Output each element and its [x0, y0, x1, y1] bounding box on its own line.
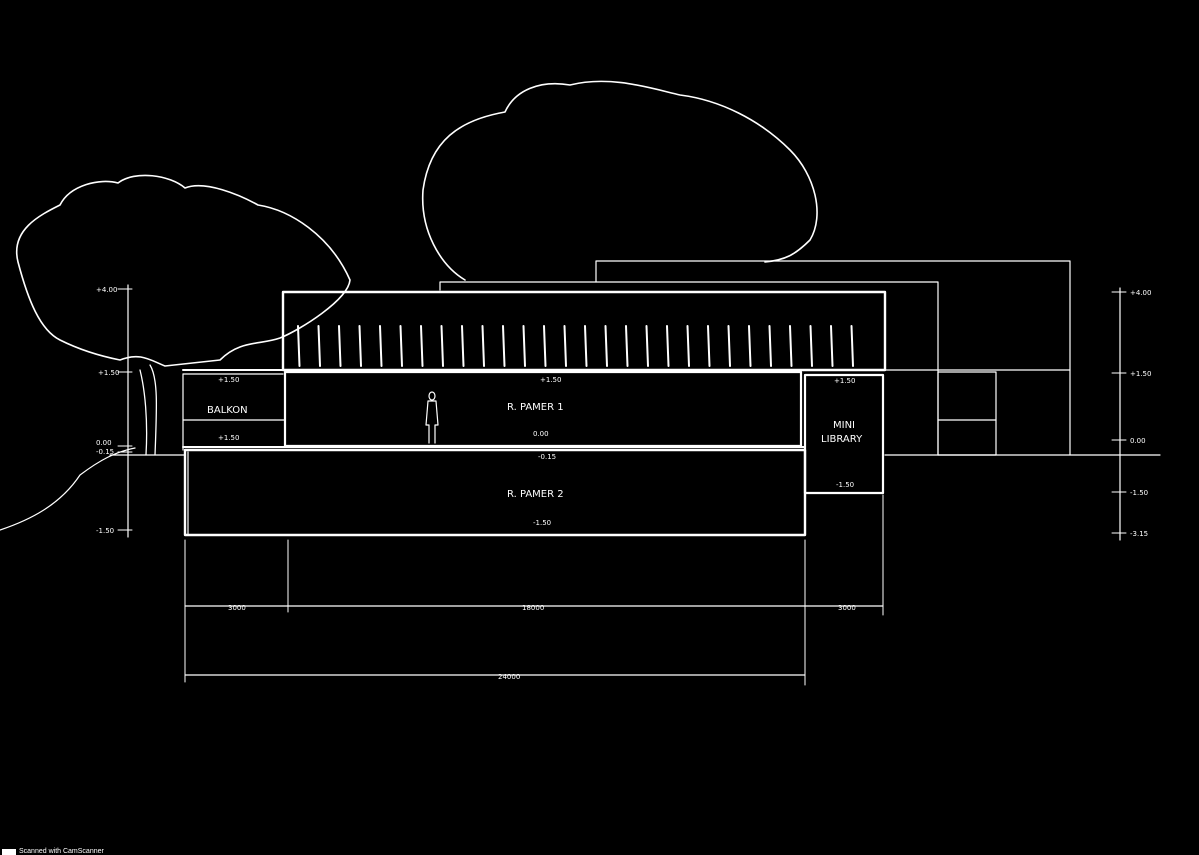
- right-elevation-scale: +4.00 +1.50 0.00 -1.50 -3.15: [1111, 287, 1151, 541]
- dimension-segment: 3000: [838, 604, 856, 612]
- balkon-label: BALKON: [207, 405, 248, 416]
- roof-slat: [563, 325, 567, 367]
- floor-mark: +1.50: [834, 377, 855, 385]
- upper-floor: [182, 370, 806, 451]
- elevation-right: -1.50: [1130, 489, 1148, 497]
- footer-watermark: Scanned with CamScanner: [2, 848, 104, 855]
- back-building: [439, 260, 1071, 456]
- roof-slat: [502, 325, 506, 367]
- roof-slat: [420, 325, 424, 367]
- roof-slat: [850, 325, 854, 367]
- roof-slat: [379, 325, 383, 367]
- floor-marks: +1.50 +1.50 +1.50 +1.50 0.00 -0.15 -1.50…: [218, 376, 855, 527]
- floor-mark: +1.50: [540, 376, 561, 384]
- roof-slat: [748, 325, 752, 367]
- room-upper-label: R. PAMER 1: [507, 402, 564, 413]
- roof-pergola: [182, 290, 887, 375]
- left-elevation-scale: +4.00 +1.50 0.00 -0.15 -1.50: [96, 284, 133, 538]
- roof-slat: [399, 325, 403, 367]
- tree-left: [15, 174, 351, 456]
- roof-slats: [297, 325, 854, 367]
- dimension-segment: 18000: [522, 604, 544, 612]
- floor-mark: +1.50: [218, 434, 239, 442]
- tree-right: [421, 80, 818, 281]
- roof-slat: [666, 325, 670, 367]
- roof-slat: [707, 325, 711, 367]
- dimension-lines: 3000 18000 3000 24000: [184, 494, 884, 686]
- roof-slat: [440, 325, 444, 367]
- elevation-right: +1.50: [1130, 370, 1151, 378]
- roof-slat: [686, 325, 690, 367]
- elevation-right: -3.15: [1130, 530, 1148, 538]
- floor-mark: -1.50: [533, 519, 551, 527]
- library-wing: [803, 373, 885, 495]
- room-lower-label: R. PAMER 2: [507, 489, 564, 500]
- elevation-left: -1.50: [96, 527, 114, 535]
- elevation-left: +4.00: [96, 286, 117, 294]
- camscanner-logo-icon: [2, 848, 16, 855]
- roof-slat: [768, 325, 772, 367]
- roof-slat: [727, 325, 731, 367]
- roof-slat: [625, 325, 629, 367]
- lower-floor: [183, 448, 807, 537]
- floor-mark: -1.50: [836, 481, 854, 489]
- roof-slat: [543, 325, 547, 367]
- roof-slat: [461, 325, 465, 367]
- roof-slat: [809, 325, 813, 367]
- roof-slat: [789, 325, 793, 367]
- roof-slat: [338, 325, 342, 367]
- roof-slat: [297, 325, 301, 367]
- footer-text: Scanned with CamScanner: [19, 848, 104, 855]
- library-label-line2: LIBRARY: [821, 434, 863, 445]
- library-label-line1: MINI: [833, 420, 855, 431]
- roof-slat: [522, 325, 526, 367]
- human-figure: [425, 391, 439, 444]
- floor-mark: +1.50: [218, 376, 239, 384]
- roof-slat: [604, 325, 608, 367]
- floor-mark: 0.00: [533, 430, 549, 438]
- elevation-left: 0.00: [96, 439, 112, 447]
- roof-slat: [481, 325, 485, 367]
- dimension-segment: 3000: [228, 604, 246, 612]
- roof-slat: [317, 325, 321, 367]
- roof-slat: [830, 325, 834, 367]
- elevation-right: +4.00: [1130, 289, 1151, 297]
- elevation-left: +1.50: [98, 369, 119, 377]
- roof-slat: [584, 325, 588, 367]
- roof-slat: [645, 325, 649, 367]
- elevation-right: 0.00: [1130, 437, 1146, 445]
- floor-mark: -0.15: [538, 453, 556, 461]
- roof-slat: [358, 325, 362, 367]
- left-hill: [0, 447, 136, 531]
- elevation-left: -0.15: [96, 448, 114, 456]
- dimension-total: 24000: [498, 673, 520, 681]
